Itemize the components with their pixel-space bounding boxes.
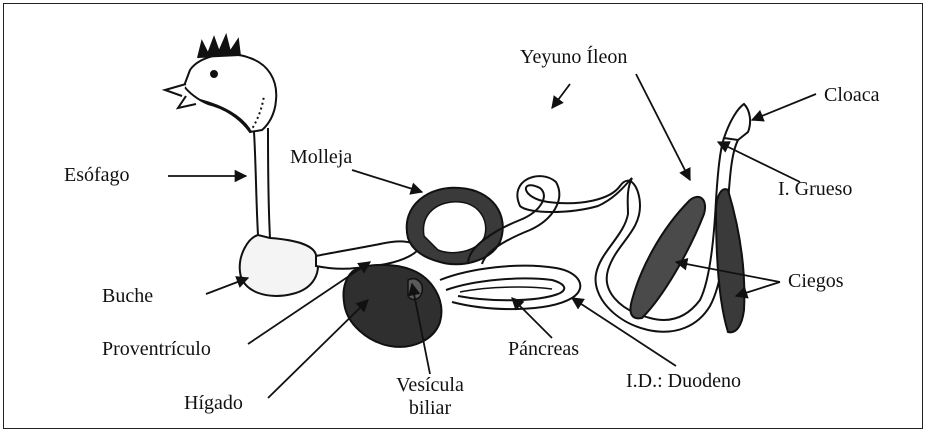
- chicken-head: [165, 36, 276, 132]
- proventriculus-shape: [316, 241, 420, 268]
- label-proventriculo: Proventrículo: [102, 338, 211, 361]
- label-ciegos: Ciegos: [788, 270, 844, 293]
- label-molleja: Molleja: [290, 146, 352, 169]
- label-yeyuno-ileon: Yeyuno Íleon: [520, 46, 627, 69]
- label-cloaca: Cloaca: [824, 84, 880, 107]
- esophagus-shape: [254, 128, 270, 238]
- label-intestino-grueso: I. Grueso: [778, 178, 852, 201]
- label-vesicula-line-1: Vesícula: [380, 374, 480, 397]
- label-vesicula-line-2: biliar: [380, 397, 480, 420]
- ceca-shape: [630, 189, 744, 332]
- label-higado: Hígado: [184, 392, 243, 415]
- label-buche: Buche: [102, 285, 153, 308]
- label-vesicula-biliar: Vesícula biliar: [380, 374, 480, 420]
- jejunum-ileum-shape: [468, 138, 738, 332]
- label-esofago: Esófago: [64, 164, 130, 187]
- liver-shape: [343, 265, 441, 347]
- crop-shape: [240, 235, 318, 296]
- pancreas-shape: [460, 287, 552, 292]
- label-pancreas: Páncreas: [508, 338, 579, 361]
- label-duodeno: I.D.: Duodeno: [626, 370, 741, 393]
- cloaca-shape: [724, 104, 750, 140]
